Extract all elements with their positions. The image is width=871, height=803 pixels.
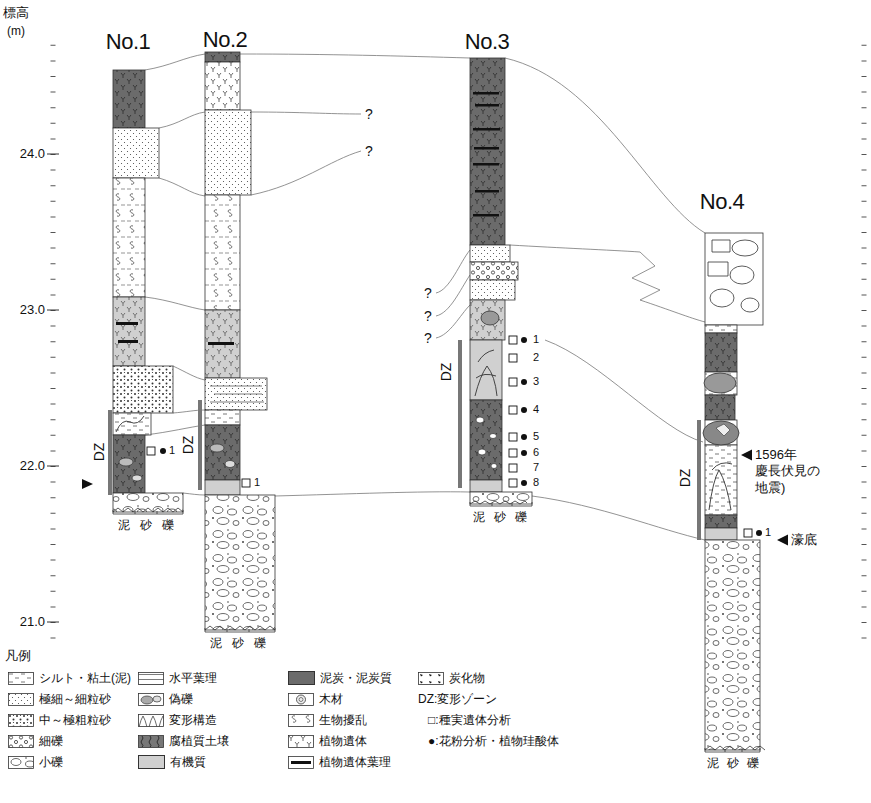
axis-unit: (m) xyxy=(7,24,25,38)
legend-item: 生物擾乱 xyxy=(288,711,367,729)
legend-item: 木材 xyxy=(288,690,343,708)
legend-item: 小礫 xyxy=(8,753,63,771)
axis-value: 21.0 xyxy=(20,614,45,630)
legend-text: 炭化物 xyxy=(449,670,485,687)
grain-size-label: 泥 xyxy=(707,756,719,770)
legend-text: 中～極粗粒砂 xyxy=(39,712,111,729)
legend-item: ●:花粉分析・植物珪酸体 xyxy=(428,732,559,750)
moat-bottom-note: 濠底 xyxy=(791,532,817,548)
sample-number: 3 xyxy=(533,375,539,388)
legend-item: DZ:変形ゾーン xyxy=(418,690,497,708)
grain-size-label: 砂 xyxy=(140,518,152,532)
legend-item: 植物遺体葉理 xyxy=(288,753,391,771)
grain-size-label: 泥 xyxy=(473,510,485,524)
legend-item: 植物遺体 xyxy=(288,732,367,750)
grain-size-label: 礫 xyxy=(254,636,266,650)
sample-number: 7 xyxy=(533,461,539,474)
uncertain-mark: ? xyxy=(424,330,432,347)
legend-text: 偽礫 xyxy=(169,691,193,708)
legend-swatch xyxy=(8,735,34,748)
legend-swatch xyxy=(138,735,164,748)
legend-item: シルト・粘土(泥) xyxy=(8,669,131,687)
grain-size-label: 泥 xyxy=(118,518,130,532)
legend-swatch xyxy=(288,735,314,748)
sample-number: 1 xyxy=(254,476,260,489)
legend-text: 変形構造 xyxy=(169,712,217,729)
legend-text: 腐植質土壌 xyxy=(169,733,229,750)
legend-text: 生物擾乱 xyxy=(319,712,367,729)
legend-swatch xyxy=(288,714,314,727)
legend-text: 有機質 xyxy=(170,754,206,771)
legend-heading: 凡例 xyxy=(5,648,31,664)
axis-value: 24.0 xyxy=(20,146,45,162)
legend-item: 炭化物 xyxy=(418,669,485,687)
sample-number: 1 xyxy=(169,444,175,457)
grain-size-label: 泥 xyxy=(210,636,222,650)
legend-item: 腐植質土壌 xyxy=(138,732,229,750)
event-note: 1596年 慶長伏見の 地震) xyxy=(755,447,829,496)
legend-text: 小礫 xyxy=(39,754,63,771)
column-title: No.3 xyxy=(465,29,509,55)
legend-text: 植物遺体葉理 xyxy=(319,754,391,771)
legend-item: 変形構造 xyxy=(138,711,217,729)
grain-size-label: 砂 xyxy=(494,510,506,524)
legend-text: 木材 xyxy=(319,691,343,708)
legend-text: 泥炭・泥炭質 xyxy=(320,670,392,687)
legend-text: 水平葉理 xyxy=(169,670,217,687)
uncertain-mark: ? xyxy=(424,285,432,302)
sample-number: 1 xyxy=(533,333,539,346)
legend-swatch xyxy=(418,672,444,685)
legend-item: 細礫 xyxy=(8,732,63,750)
legend-swatch xyxy=(288,756,314,769)
legend-swatch xyxy=(8,756,34,769)
grain-size-label: 砂 xyxy=(727,756,739,770)
uncertain-mark: ? xyxy=(424,308,432,325)
legend-text: □:種実遺体分析 xyxy=(428,712,511,729)
legend-swatch xyxy=(138,693,164,706)
legend-swatch xyxy=(8,693,34,706)
legend-text: DZ:変形ゾーン xyxy=(418,691,497,708)
legend-swatch xyxy=(8,714,34,727)
legend-swatch xyxy=(288,693,314,706)
legend-text: 極細～細粒砂 xyxy=(39,691,111,708)
zone-label: DZ xyxy=(91,443,108,462)
legend-item: 中～極粗粒砂 xyxy=(8,711,111,729)
axis-title: 標高 xyxy=(3,5,29,21)
sample-number: 8 xyxy=(533,476,539,489)
legend-swatch xyxy=(138,755,165,769)
legend-swatch xyxy=(8,672,34,685)
legend-item: 水平葉理 xyxy=(138,669,217,687)
axis-value: 22.0 xyxy=(20,458,45,474)
zone-label: DZ xyxy=(677,469,694,488)
legend-text: 細礫 xyxy=(39,733,63,750)
sample-number: 4 xyxy=(533,403,539,416)
legend-item: 偽礫 xyxy=(138,690,193,708)
sample-number: 1 xyxy=(765,526,771,539)
sample-number: 6 xyxy=(533,446,539,459)
legend-swatch xyxy=(288,671,315,685)
legend-item: 極細～細粒砂 xyxy=(8,690,111,708)
legend-item: □:種実遺体分析 xyxy=(428,711,511,729)
column-title: No.4 xyxy=(700,189,744,215)
legend-swatch xyxy=(138,672,164,685)
legend-text: シルト・粘土(泥) xyxy=(39,670,131,687)
legend-item: 泥炭・泥炭質 xyxy=(288,669,392,687)
legend-text: ●:花粉分析・植物珪酸体 xyxy=(428,733,559,750)
legend-swatch xyxy=(138,714,164,727)
sample-number: 2 xyxy=(533,351,539,364)
grain-size-label: 礫 xyxy=(162,518,174,532)
legend-item: 有機質 xyxy=(138,753,206,771)
uncertain-mark: ? xyxy=(365,106,373,123)
column-title: No.1 xyxy=(106,29,150,55)
grain-size-label: 砂 xyxy=(232,636,244,650)
zone-label: DZ xyxy=(180,436,197,455)
uncertain-mark: ? xyxy=(365,143,373,160)
column-title: No.2 xyxy=(203,27,247,53)
sample-number: 5 xyxy=(533,430,539,443)
zone-label: DZ xyxy=(438,363,455,382)
grain-size-label: 礫 xyxy=(747,756,759,770)
legend-text: 植物遺体 xyxy=(319,733,367,750)
axis-value: 23.0 xyxy=(20,302,45,318)
grain-size-label: 礫 xyxy=(515,510,527,524)
